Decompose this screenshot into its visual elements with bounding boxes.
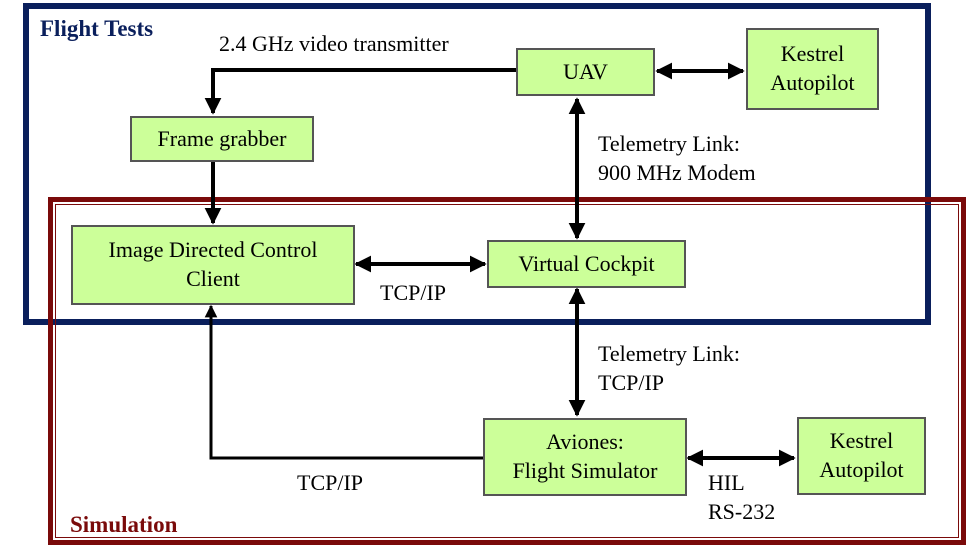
telemetry-modem-label: Telemetry Link: 900 MHz Modem (598, 131, 756, 185)
flight-tests-title: Flight Tests (40, 16, 154, 41)
tcpip-client-cockpit-label: TCP/IP (380, 280, 447, 305)
hil-rs232-label: HIL RS-232 (708, 470, 776, 524)
virtual-cockpit-box: Virtual Cockpit (487, 240, 686, 288)
arrow-aviones-to-client (204, 304, 483, 460)
image-directed-control-client-box: Image Directed Control Client (71, 225, 355, 305)
video-transmitter-label: 2.4 GHz video transmitter (219, 31, 449, 56)
flight-tests-region (23, 3, 931, 325)
kestrel-autopilot-bottom-box: Kestrel Autopilot (797, 417, 926, 495)
telemetry-tcpip-label: Telemetry Link: TCP/IP (598, 341, 741, 395)
tcpip-bottom-label: TCP/IP (297, 470, 364, 495)
frame-grabber-box: Frame grabber (130, 116, 314, 162)
uav-box: UAV (516, 48, 655, 96)
simulation-title: Simulation (70, 512, 178, 537)
aviones-flight-simulator-box: Aviones: Flight Simulator (483, 418, 687, 496)
kestrel-autopilot-top-box: Kestrel Autopilot (746, 28, 879, 110)
arrow-uav-to-frame-grabber (204, 68, 516, 115)
simulation-region (48, 197, 966, 545)
